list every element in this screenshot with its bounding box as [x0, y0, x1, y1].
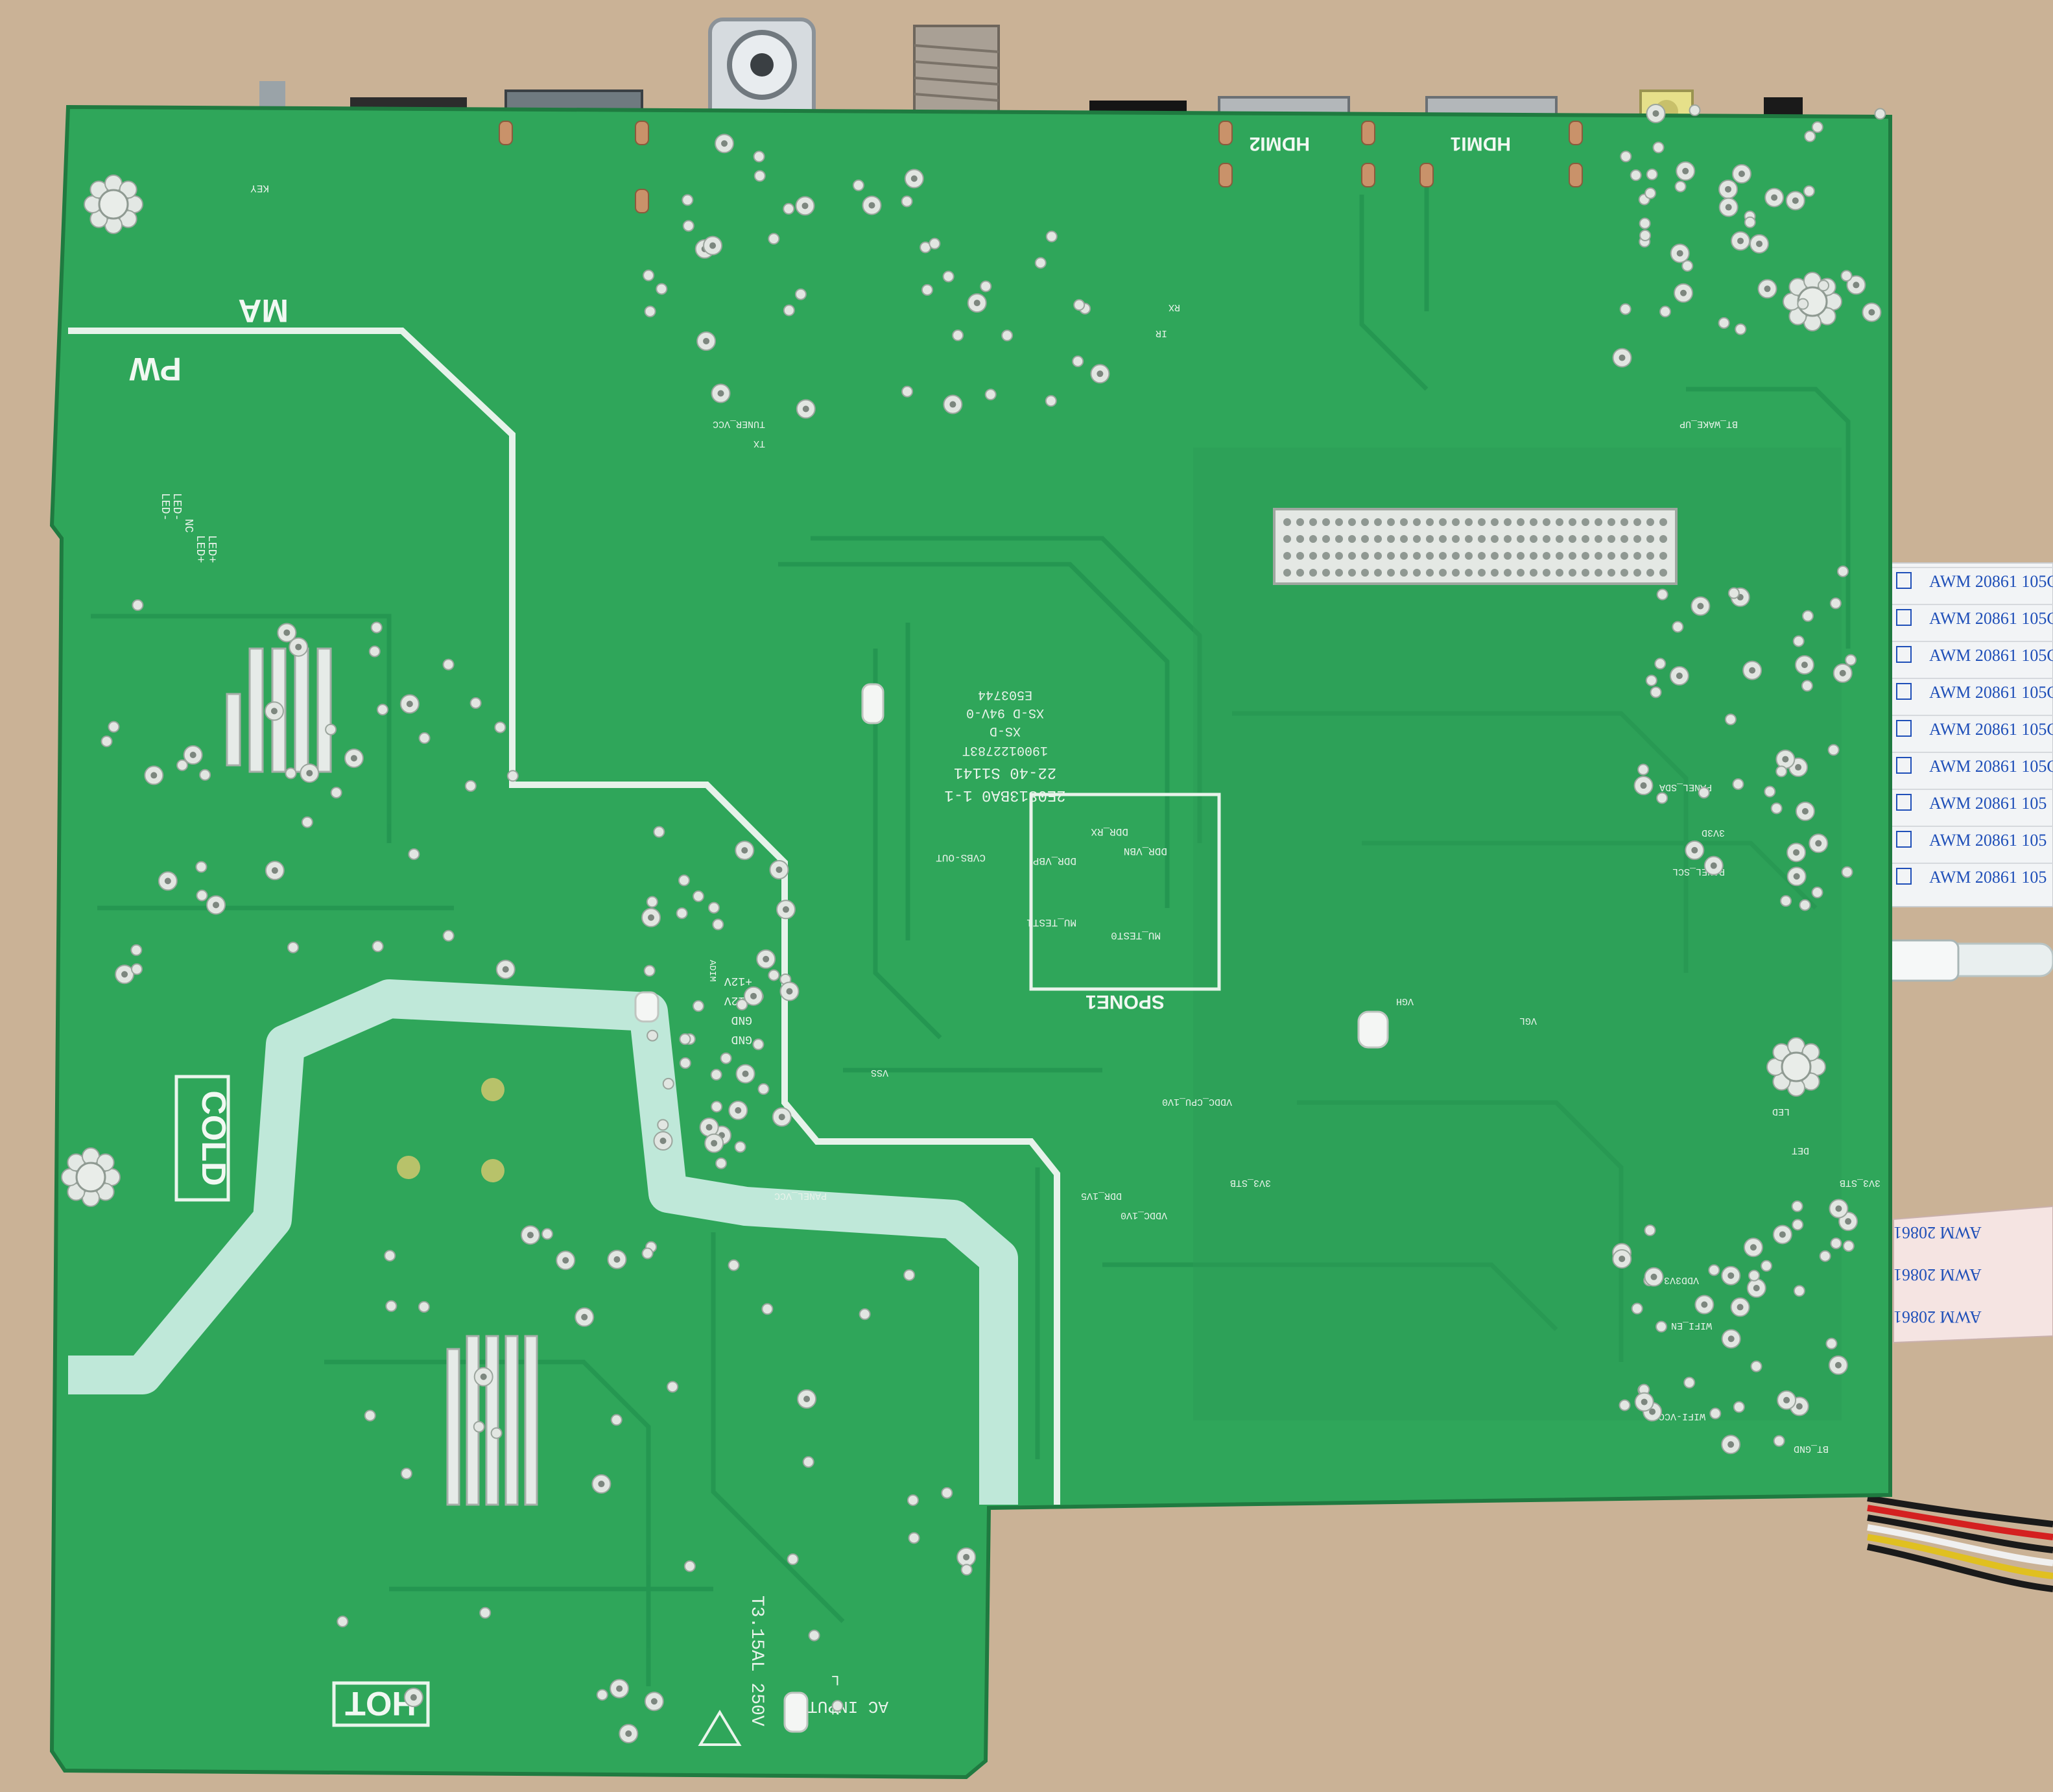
key-label: KEY: [250, 182, 269, 194]
silk-label: VDDC_1V0: [1121, 1210, 1167, 1221]
ribbon-lower-print-text: AWM 20861: [1893, 1223, 1982, 1242]
svg-text:E503744: E503744: [978, 687, 1032, 702]
silk-label: BT_GND: [1794, 1443, 1829, 1454]
pw-label: PW: [129, 351, 182, 387]
silk-label: LED: [1772, 1106, 1790, 1117]
silk-label: PANEL_SDA: [1659, 782, 1712, 793]
hot-label-box: HOT: [332, 1681, 430, 1727]
silk-label: DET: [1792, 1145, 1809, 1156]
hdmi1-label: HDMI1: [1451, 133, 1511, 154]
svg-text:DDR_VBP: DDR_VBP: [1033, 855, 1076, 866]
silk-label: TX: [754, 438, 765, 449]
mounting-hole: [61, 1147, 121, 1207]
module-pin-labels: DDR_VBN DDR_RX DDR_VBP CVBS-OUT MU_TEST0…: [936, 826, 1167, 941]
svg-text:DDR_RX: DDR_RX: [1091, 826, 1128, 837]
svg-text:2E0813BA0 1-1: 2E0813BA0 1-1: [944, 786, 1065, 804]
ribbon-lower-print-text: AWM 20861: [1893, 1308, 1982, 1326]
ribbon-print-text: AWM 20861 105: [1929, 794, 2047, 813]
lvds-connector: [1273, 508, 1678, 585]
svg-text:LED+: LED+: [205, 535, 218, 563]
silk-label: 3V3_STB: [1840, 1177, 1881, 1188]
power-labels: +12V +12V GND GND ADIM: [707, 960, 752, 1045]
cold-label-box: COLD: [174, 1075, 232, 1202]
silk-label: WIFI_EN: [1671, 1320, 1712, 1331]
svg-text:NC: NC: [182, 519, 195, 533]
unpopulated-pads: [397, 1078, 504, 1182]
solder-pads: [101, 103, 1886, 1743]
silk-label: RX: [1169, 302, 1180, 313]
hazard-triangle-icon: [698, 1710, 742, 1746]
silk-label: VGH: [1396, 996, 1414, 1007]
nylon-clips: [634, 683, 1389, 1733]
svg-text:DDR_VBN: DDR_VBN: [1124, 845, 1167, 857]
svg-text:GND: GND: [731, 1033, 752, 1045]
svg-text:ADIM: ADIM: [707, 960, 717, 982]
ribbon-print-text: AWM 20861 105C: [1929, 683, 2053, 702]
led-labels: LED- LED- NC LED+ LED+: [158, 493, 218, 563]
ac-pin-l: L: [831, 1671, 840, 1688]
mounting-hole: [84, 174, 143, 234]
silk-label: DDR_1V5: [1081, 1190, 1122, 1201]
module-label: SPONE1: [1086, 991, 1165, 1012]
ribbon-cable-upper: AWM 20861 105C AWM 20861 105C AWM 20861 10…: [1880, 562, 2053, 907]
board-id-text: 2E0813BA0 1-1 22-40 S1141 1900122783T XS…: [944, 687, 1065, 804]
silk-label: VGL: [1519, 1015, 1537, 1026]
cold-label: COLD: [195, 1090, 232, 1186]
ribbon-print-text: AWM 20861 105: [1929, 868, 2047, 887]
sponel-module: SPONE1: [1029, 793, 1221, 1012]
mounting-hole: [1766, 1037, 1826, 1097]
ribbon-print-text: AWM 20861 105C: [1929, 609, 2053, 628]
silk-label: WIFI-VCC: [1659, 1411, 1705, 1422]
svg-text:MU_TEST1: MU_TEST1: [1026, 916, 1076, 928]
silk-label: BT_WAKE_UP: [1679, 418, 1738, 429]
wire-bundle: [1866, 1495, 2053, 1592]
ribbon-print-text: AWM 20861 105: [1929, 831, 2047, 850]
svg-text:+12V: +12V: [724, 974, 752, 987]
svg-text:MU_TEST0: MU_TEST0: [1111, 929, 1161, 941]
silk-label: 3V3_STB: [1230, 1177, 1271, 1188]
silk-label: VDD3V3: [1664, 1274, 1699, 1285]
svg-text:CVBS-OUT: CVBS-OUT: [936, 852, 986, 863]
ma-label: MA: [238, 293, 289, 329]
svg-text:XS-D: XS-D: [990, 723, 1021, 738]
heatsink-fins-hot: [446, 1335, 538, 1506]
ribbon-print-text: AWM 20861 105C: [1929, 720, 2053, 739]
silk-label: 3V3D: [1702, 827, 1725, 838]
svg-text:GND: GND: [731, 1013, 752, 1026]
ribbon-print-text: AWM 20861 105C: [1929, 646, 2053, 665]
silk-label: PANEL_VCC: [774, 1190, 827, 1201]
silk-label: VDDC_CPU_1V0: [1162, 1096, 1232, 1107]
hot-label: HOT: [345, 1684, 416, 1722]
mounting-holes: [61, 174, 1842, 1207]
ribbon-lower-print-text: AWM 20861: [1893, 1265, 1982, 1284]
fuse-label: T3.15AL 250V: [746, 1595, 766, 1726]
silk-label: TUNER_VCC: [713, 418, 765, 429]
silk-label: VSS: [871, 1067, 888, 1078]
ac-input-label: AC INPUT: [807, 1697, 888, 1716]
svg-text:LED-: LED-: [158, 493, 171, 521]
silk-label: IR: [1156, 328, 1167, 339]
ribbon-print-text: AWM 20861 105C: [1929, 757, 2053, 776]
svg-text:1900122783T: 1900122783T: [962, 743, 1048, 758]
ribbon-print-text: AWM 20861 105C: [1929, 572, 2053, 591]
svg-text:LED-: LED-: [170, 493, 183, 521]
svg-text:22-40 S1141: 22-40 S1141: [954, 763, 1056, 781]
svg-text:XS-D 94V-0: XS-D 94V-0: [966, 705, 1044, 720]
heatsink-fins-pw: [226, 647, 332, 773]
hdmi2-label: HDMI2: [1250, 133, 1310, 154]
svg-text:LED+: LED+: [193, 535, 206, 563]
mounting-hole: [1783, 272, 1842, 331]
